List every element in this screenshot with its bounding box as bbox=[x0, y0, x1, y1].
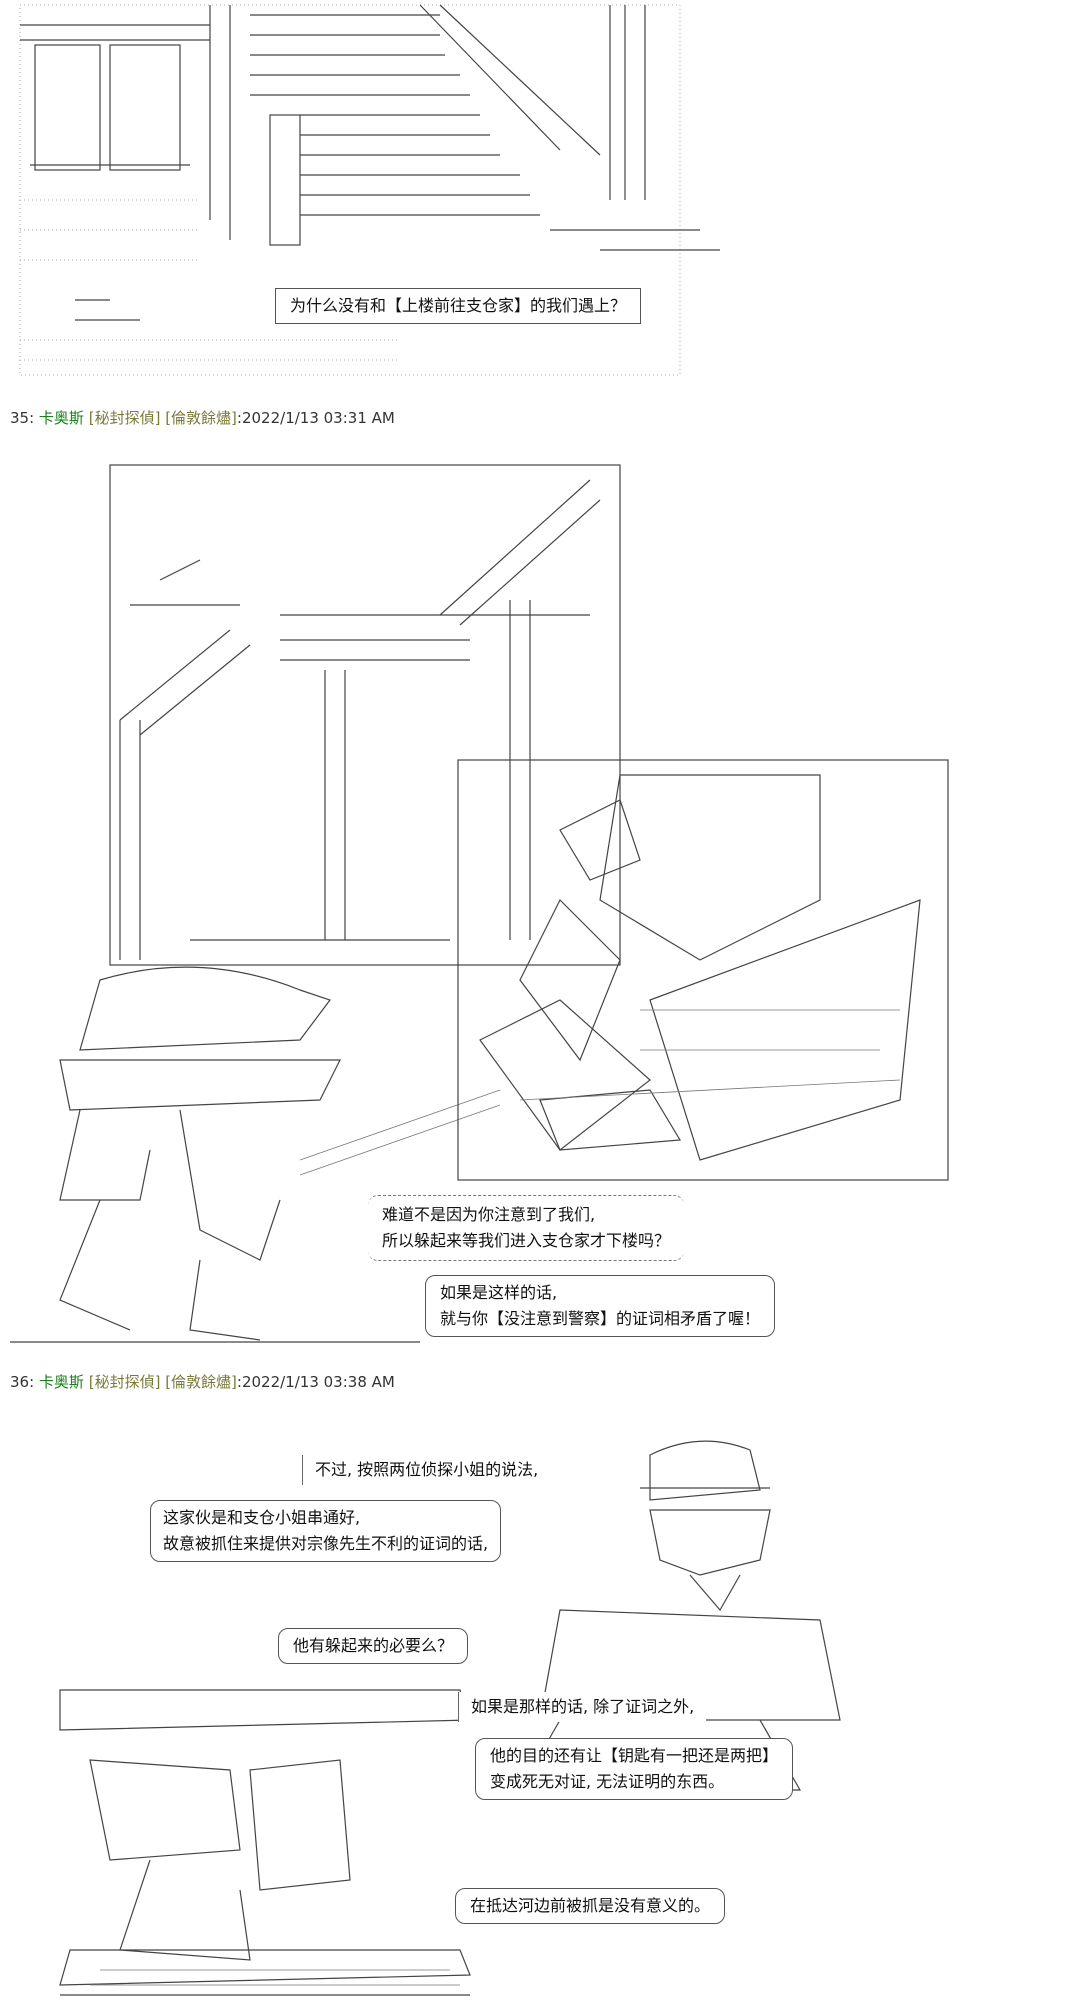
speech-text-line: 所以躲起来等我们进入支仓家才下楼吗？ bbox=[382, 1231, 671, 1250]
post-header-35: 35: 卡奥斯 [秘封探偵] [倫敦餘燼]:2022/1/13 03:31 AM bbox=[10, 408, 395, 428]
speech-text-line: 故意被抓住来提供对宗像先生不利的证词的话, bbox=[163, 1534, 489, 1553]
closeup-inset-art bbox=[457, 759, 949, 1181]
speech-text-line: 如果是这样的话, bbox=[440, 1283, 558, 1302]
speech-bubble-2a: 难道不是因为你注意到了我们, 所以躲起来等我们进入支仓家才下楼吗？ bbox=[368, 1195, 685, 1261]
speech-text-line: 这家伙是和支仓小姐串通好, bbox=[163, 1508, 361, 1527]
speech-bubble-3c: 他有躲起来的必要么？ bbox=[278, 1628, 469, 1664]
speech-text: 如果是那样的话, 除了证词之外, bbox=[471, 1697, 695, 1716]
poster-tags: [秘封探偵] [倫敦餘燼] bbox=[88, 409, 237, 427]
speech-bubble-3f: 在抵达河边前被抓是没有意义的。 bbox=[455, 1888, 726, 1924]
poster-name[interactable]: 卡奥斯 bbox=[38, 1373, 84, 1391]
speech-text-line: 他的目的还有让【钥匙有一把还是两把】 bbox=[490, 1746, 779, 1765]
speech-text: 他有躲起来的必要么？ bbox=[293, 1636, 454, 1655]
speech-text-line: 变成死无对证, 无法证明的东西。 bbox=[490, 1772, 725, 1791]
post-timestamp: :2022/1/13 03:38 AM bbox=[236, 1373, 395, 1391]
post-number: 36: bbox=[10, 1373, 35, 1391]
speech-text-line: 难道不是因为你注意到了我们, bbox=[382, 1205, 596, 1224]
speech-text: 在抵达河边前被抓是没有意义的。 bbox=[470, 1896, 711, 1915]
poster-name[interactable]: 卡奥斯 bbox=[38, 409, 84, 427]
speech-bubble-3d: 如果是那样的话, 除了证词之外, bbox=[458, 1692, 707, 1722]
stairs-building-art bbox=[19, 4, 720, 376]
speech-bubble-3b: 这家伙是和支仓小姐串通好, 故意被抓住来提供对宗像先生不利的证词的话, bbox=[150, 1500, 502, 1562]
post-timestamp: :2022/1/13 03:31 AM bbox=[236, 409, 395, 427]
post-header-36: 36: 卡奥斯 [秘封探偵] [倫敦餘燼]:2022/1/13 03:38 AM bbox=[10, 1372, 395, 1392]
speech-text: 为什么没有和【上楼前往支仓家】的我们遇上？ bbox=[290, 296, 627, 315]
speech-text: 不过, 按照两位侦探小姐的说法, bbox=[315, 1460, 539, 1479]
poster-tags: [秘封探偵] [倫敦餘燼] bbox=[88, 1373, 237, 1391]
speech-bubble-1: 为什么没有和【上楼前往支仓家】的我们遇上？ bbox=[275, 288, 642, 324]
post-number: 35: bbox=[10, 409, 35, 427]
speech-text-line: 就与你【没注意到警察】的证词相矛盾了喔！ bbox=[440, 1309, 761, 1328]
speech-bubble-3e: 他的目的还有让【钥匙有一把还是两把】 变成死无对证, 无法证明的东西。 bbox=[475, 1738, 794, 1800]
speech-bubble-3a: 不过, 按照两位侦探小姐的说法, bbox=[302, 1455, 551, 1485]
speech-bubble-2b: 如果是这样的话, 就与你【没注意到警察】的证词相矛盾了喔！ bbox=[425, 1275, 776, 1337]
gate-scene-art bbox=[10, 464, 621, 1343]
